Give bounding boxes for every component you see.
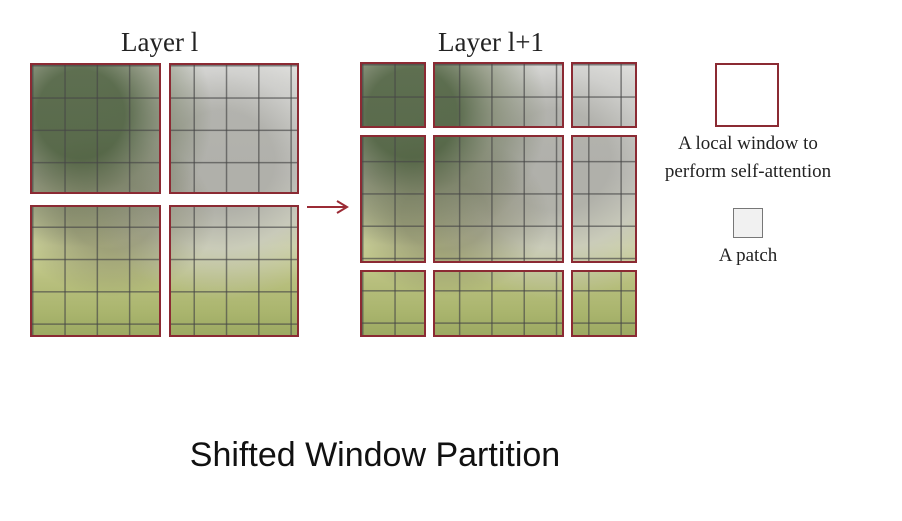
layer-l-window [169, 205, 299, 337]
layer-l1-window [360, 270, 426, 337]
layer-l1-window [571, 270, 637, 337]
layer-l-title: Layer l [121, 27, 199, 57]
layer-l1-window [433, 270, 564, 337]
layer-l1-window [433, 135, 564, 263]
legend-patch-swatch [733, 208, 763, 238]
layer-l1-window [571, 135, 637, 263]
legend-window-swatch [715, 63, 779, 127]
layer-l1-window [571, 62, 637, 128]
layer-l-window [30, 205, 161, 337]
legend-window-line2: perform self-attention [664, 161, 832, 182]
legend-patch-label: A patch [718, 245, 778, 266]
layer-l-window [30, 63, 161, 194]
caption: Shifted Window Partition [189, 436, 561, 474]
layer-l1-window [360, 62, 426, 128]
layer-l-window [169, 63, 299, 194]
arrow-right-icon [307, 200, 349, 214]
layer-l1-title: Layer l+1 [438, 27, 544, 57]
layer-l1-window [433, 62, 564, 128]
layer-l1-window [360, 135, 426, 263]
legend-window-line1: A local window to [678, 133, 818, 154]
